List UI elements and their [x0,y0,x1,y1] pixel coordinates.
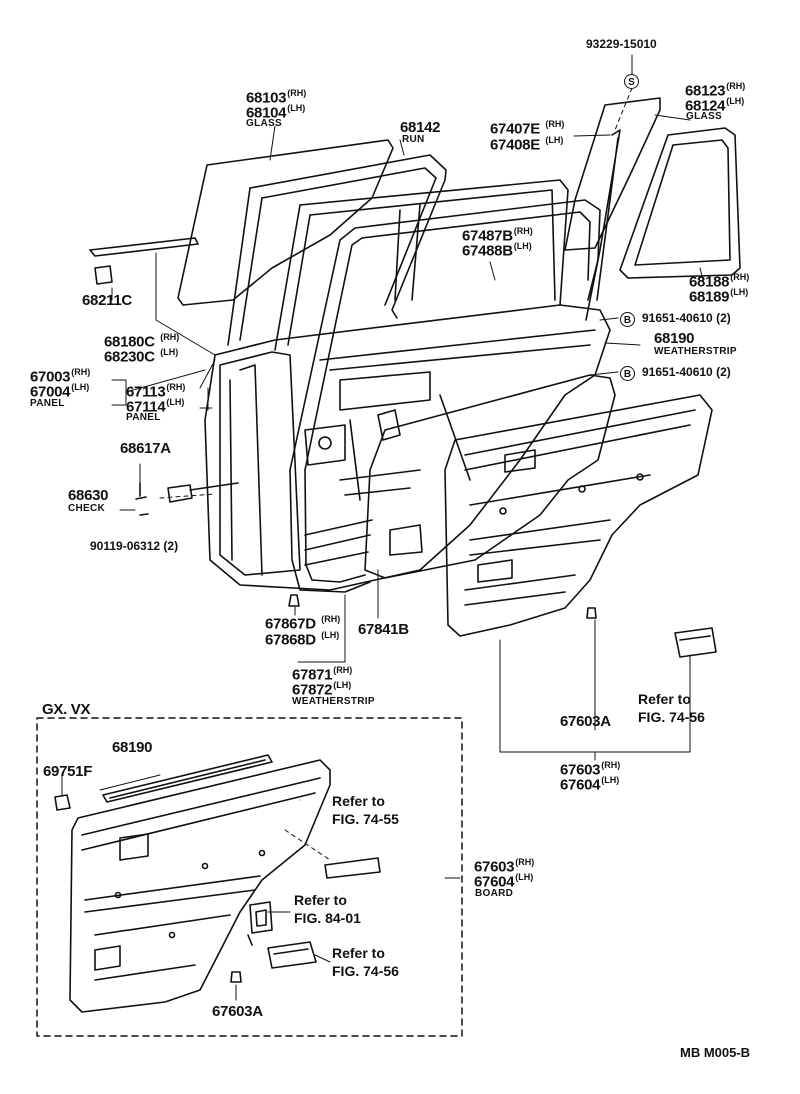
label-67488B: 67488B(LH) [462,241,532,260]
rear-glass-run [585,129,621,321]
inset-weatherstrip [102,754,273,803]
clip-67867D [288,594,300,607]
inset-label-68190: 68190 [112,739,153,756]
s-marker-icon: S [624,74,639,89]
b-marker-icon: B [620,312,635,327]
label-67004: 67004(LH) [30,382,90,401]
label-67487B: 67487B(RH) [462,226,533,245]
armrest-bezel [674,627,717,658]
label-68142: 68142 [400,119,441,136]
leader-lines [111,54,705,761]
label-weatherstrip-1: WEATHERSTRIP [654,346,737,357]
label-glass-front: GLASS [246,118,282,129]
label-67114: 67114(LH) [126,397,185,416]
label-check: CHECK [68,503,106,514]
label-68230C: 68230C (LH) [104,347,179,366]
inset-clip-69751F [54,794,71,811]
inset-clip-67603A [230,971,242,983]
label-90119: 90119-06312 (2) [90,539,179,553]
marker-b-1: B [620,311,635,327]
label-67407E: 67407E (RH) [490,119,565,138]
label-68124: 68124(LH) [685,96,745,115]
door-trim-board [444,394,713,637]
label-68104: 68104(LH) [246,103,306,122]
rear-quarter-glass [564,97,661,251]
label-67113: 67113(RH) [126,382,186,401]
label-weatherstrip-2: WEATHERSTRIP [292,696,375,707]
clip-67603A [586,607,597,619]
label-67841B: 67841B [358,621,409,638]
label-68188: 68188(RH) [689,272,750,291]
door-window-frame [274,179,569,351]
marker-b-2: B [620,365,635,381]
label-glass-rear: GLASS [686,111,722,122]
front-door-glass [177,139,394,306]
belt-moulding [89,237,199,285]
label-67408E: 67408E (LH) [490,135,564,154]
label-68180C: 68180C (RH) [104,332,180,351]
inset-leaders [61,774,461,1001]
inset-pad [324,857,381,879]
label-68103: 68103(RH) [246,88,307,107]
label-68630: 68630 [68,487,109,504]
door-outer-panel [204,304,611,591]
label-67604: 67604(LH) [560,775,620,794]
footer-code: MB M005-B [680,1045,751,1060]
label-67603: 67603(RH) [560,760,621,779]
label-68617A: 68617A [120,440,171,457]
service-hole-cover [364,374,616,579]
label-67603A: 67603A [560,713,611,730]
label-67867D: 67867D (RH) [265,614,341,633]
inset-label-board: BOARD [475,888,514,899]
label-67872: 67872(LH) [292,680,352,699]
inset-switch [247,901,273,946]
inset-label-67604: 67604(LH) [474,872,534,891]
inset-title: GX. VX [42,701,91,718]
label-67871: 67871(RH) [292,665,353,684]
label-run: RUN [402,134,425,145]
label-68189: 68189(LH) [689,287,749,306]
label-67868D: 67868D (LH) [265,630,340,649]
label-panel-1: PANEL [30,398,65,409]
inset-trim-board [69,759,331,1013]
inset-bezel [267,941,317,969]
label-68211C: 68211C [82,292,132,309]
inset-label-67603: 67603(RH) [474,857,535,876]
label-67003: 67003(RH) [30,367,91,386]
rear-window-frame-glass [619,127,741,279]
label-panel-2: PANEL [126,412,161,423]
inset-frame [36,717,463,1037]
label-68190: 68190 [654,330,695,347]
label-93229-15010: 93229-15010 [586,37,657,51]
door-check [135,482,239,516]
inset-label-69751F: 69751F [43,763,93,780]
label-68123: 68123(RH) [685,81,746,100]
marker-s: S [624,73,639,89]
b-marker-icon: B [620,366,635,381]
label-91651-b: 91651-40610 (2) [642,365,731,379]
glass-run-channel [227,154,447,346]
label-91651-a: 91651-40610 (2) [642,311,731,325]
inset-label-67603A: 67603A [212,1003,263,1020]
